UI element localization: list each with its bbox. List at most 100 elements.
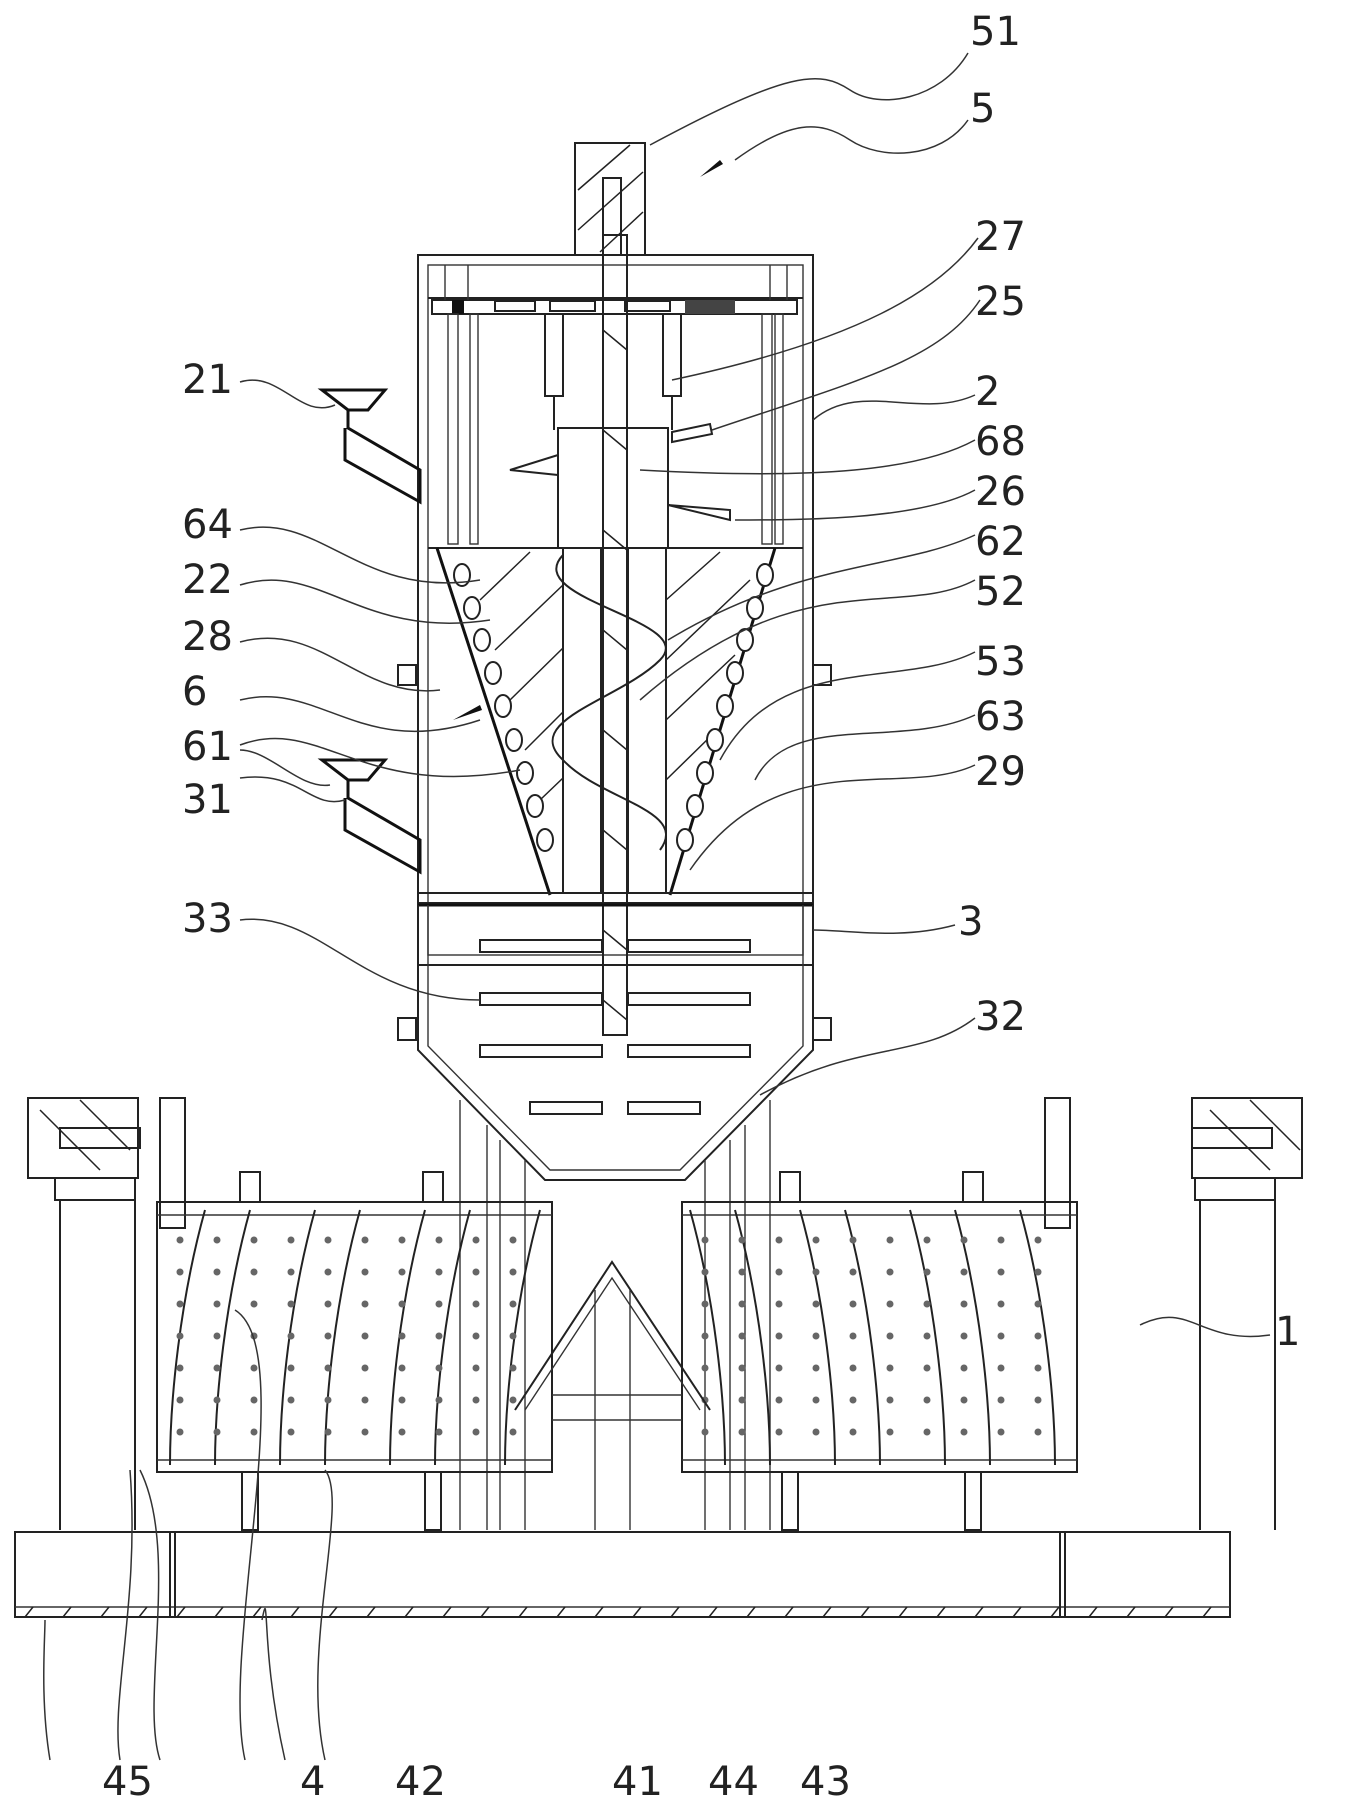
hatch-line <box>595 1607 603 1617</box>
perforation-hole <box>961 1429 968 1436</box>
hatch-line <box>215 1607 223 1617</box>
hatch-line <box>25 1607 33 1617</box>
perforation-hole <box>399 1269 406 1276</box>
hatch-line <box>1165 1607 1173 1617</box>
perforation-hole <box>813 1269 820 1276</box>
perforation-hole <box>325 1365 332 1372</box>
perforation-hole <box>288 1397 295 1404</box>
perforation-hole <box>214 1397 221 1404</box>
perforation-hole <box>702 1301 709 1308</box>
perforation-hole <box>473 1301 480 1308</box>
perforation-hole <box>961 1333 968 1340</box>
perforation-hole <box>739 1333 746 1340</box>
perforation-hole <box>850 1429 857 1436</box>
perforation-hole <box>473 1269 480 1276</box>
label-44: 44 <box>708 1759 759 1805</box>
perforation-hole <box>924 1301 931 1308</box>
label-33: 33 <box>182 896 233 942</box>
perforation-hole <box>961 1301 968 1308</box>
perforation-hole <box>998 1397 1005 1404</box>
label-27: 27 <box>975 214 1026 260</box>
hatch-line <box>823 1607 831 1617</box>
perforation-hole <box>702 1365 709 1372</box>
label-63: 63 <box>975 694 1026 740</box>
perforation-hole <box>214 1269 221 1276</box>
label-29: 29 <box>975 749 1026 795</box>
perforation-hole <box>813 1237 820 1244</box>
perforation-hole <box>1035 1429 1042 1436</box>
perforation-hole <box>1035 1397 1042 1404</box>
hatch-line <box>291 1607 299 1617</box>
perforation-hole <box>776 1365 783 1372</box>
arrow-6 <box>453 705 482 720</box>
perforation-hole <box>399 1237 406 1244</box>
perforation-hole <box>776 1301 783 1308</box>
hatch-line <box>937 1607 945 1617</box>
label-25: 25 <box>975 279 1026 325</box>
perforation-hole <box>924 1429 931 1436</box>
perforation-hole <box>177 1333 184 1340</box>
perforation-hole <box>325 1269 332 1276</box>
perforation-hole <box>887 1269 894 1276</box>
perforation-hole <box>362 1397 369 1404</box>
perforation-hole <box>998 1333 1005 1340</box>
perforation-hole <box>473 1333 480 1340</box>
hatch-line <box>975 1607 983 1617</box>
perforation-hole <box>177 1365 184 1372</box>
perforation-hole <box>510 1333 517 1340</box>
perforation-hole <box>510 1429 517 1436</box>
perforation-hole <box>850 1301 857 1308</box>
perforation-hole <box>251 1269 258 1276</box>
perforation-hole <box>887 1429 894 1436</box>
perforation-hole <box>251 1397 258 1404</box>
perforation-hole <box>924 1397 931 1404</box>
perforation-hole <box>362 1333 369 1340</box>
perforation-hole <box>399 1365 406 1372</box>
perforation-hole <box>436 1429 443 1436</box>
perforation-hole <box>739 1429 746 1436</box>
perforation-hole <box>362 1237 369 1244</box>
hatch-line <box>557 1607 565 1617</box>
arrow-5 <box>700 160 723 177</box>
perforation-hole <box>214 1429 221 1436</box>
perforation-hole <box>998 1269 1005 1276</box>
hatch-line <box>519 1607 527 1617</box>
perforation-hole <box>813 1429 820 1436</box>
perforation-hole <box>1035 1237 1042 1244</box>
perforation-hole <box>510 1397 517 1404</box>
perforation-hole <box>362 1269 369 1276</box>
perforation-hole <box>325 1429 332 1436</box>
perforation-hole <box>1035 1365 1042 1372</box>
perforation-hole <box>776 1333 783 1340</box>
perforation-hole <box>961 1365 968 1372</box>
perforation-hole <box>998 1365 1005 1372</box>
perforation-hole <box>813 1301 820 1308</box>
perforation-hole <box>362 1365 369 1372</box>
hatch-line <box>747 1607 755 1617</box>
perforation-hole <box>214 1365 221 1372</box>
perforation-hole <box>776 1397 783 1404</box>
perforation-hole <box>436 1333 443 1340</box>
perforation-hole <box>887 1237 894 1244</box>
hatch-line <box>1127 1607 1135 1617</box>
hatch-line <box>1203 1607 1211 1617</box>
perforation-hole <box>510 1237 517 1244</box>
perforation-hole <box>473 1429 480 1436</box>
hatch-line <box>861 1607 869 1617</box>
perforation-hole <box>325 1237 332 1244</box>
perforation-hole <box>887 1397 894 1404</box>
perforation-hole <box>702 1269 709 1276</box>
perforation-hole <box>813 1333 820 1340</box>
perforation-hole <box>739 1301 746 1308</box>
hatch-line <box>709 1607 717 1617</box>
perforation-hole <box>813 1365 820 1372</box>
perforation-hole <box>850 1333 857 1340</box>
main-shaft <box>603 235 627 1035</box>
perforation-hole <box>924 1333 931 1340</box>
perforation-hole <box>436 1269 443 1276</box>
perforation-hole <box>776 1269 783 1276</box>
perforation-hole <box>739 1269 746 1276</box>
perforation-hole <box>961 1269 968 1276</box>
perforation-hole <box>214 1237 221 1244</box>
perforation-hole <box>473 1365 480 1372</box>
